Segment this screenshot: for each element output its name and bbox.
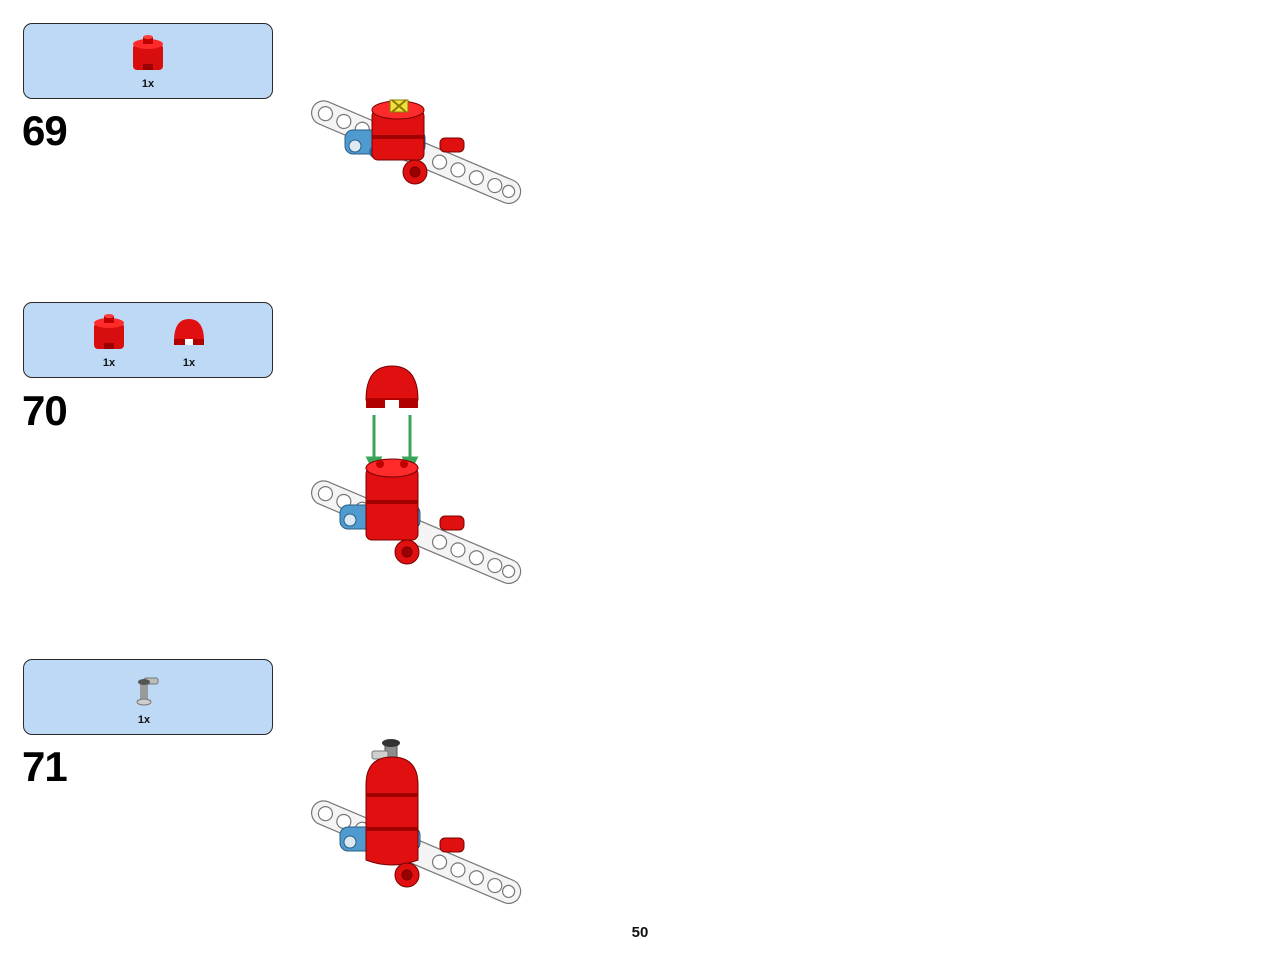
- red-pin-connectors: [394, 837, 465, 888]
- red-pin-connectors: [394, 515, 465, 565]
- assembly-illustration-step-70: [310, 365, 522, 585]
- part-item: 1x: [124, 670, 164, 728]
- red-dome-part: [365, 365, 419, 410]
- red-brick-stack: [365, 458, 419, 541]
- part-quantity: 1x: [141, 78, 155, 90]
- red-brick-stack: [365, 756, 419, 866]
- step-number: 70: [22, 387, 68, 434]
- assembly-illustration-step-71: [310, 739, 522, 905]
- part-quantity: 1x: [137, 714, 151, 726]
- red-dome-icon: [174, 319, 204, 345]
- parts-callout-step-70: 1x 1x: [23, 302, 273, 378]
- red-brick-stack: [371, 99, 425, 161]
- part-item: 1x: [128, 34, 168, 92]
- page-number: 50: [631, 924, 649, 941]
- assembly-illustration-step-69: [310, 99, 522, 205]
- part-item: 1x: [169, 313, 209, 371]
- part-item: 1x: [89, 313, 129, 371]
- red-pin-connectors: [402, 137, 465, 185]
- red-round-brick-icon: [94, 314, 124, 349]
- grey-tap-piece-icon: [136, 677, 159, 706]
- step-number: 69: [22, 107, 68, 154]
- part-quantity: 1x: [102, 357, 116, 369]
- parts-callout-step-69: 1x: [23, 23, 273, 99]
- parts-callout-step-71: 1x: [23, 659, 273, 735]
- red-round-brick-icon: [133, 35, 163, 70]
- part-quantity: 1x: [182, 357, 196, 369]
- grey-tap-part: [371, 739, 400, 760]
- step-number: 71: [22, 743, 68, 790]
